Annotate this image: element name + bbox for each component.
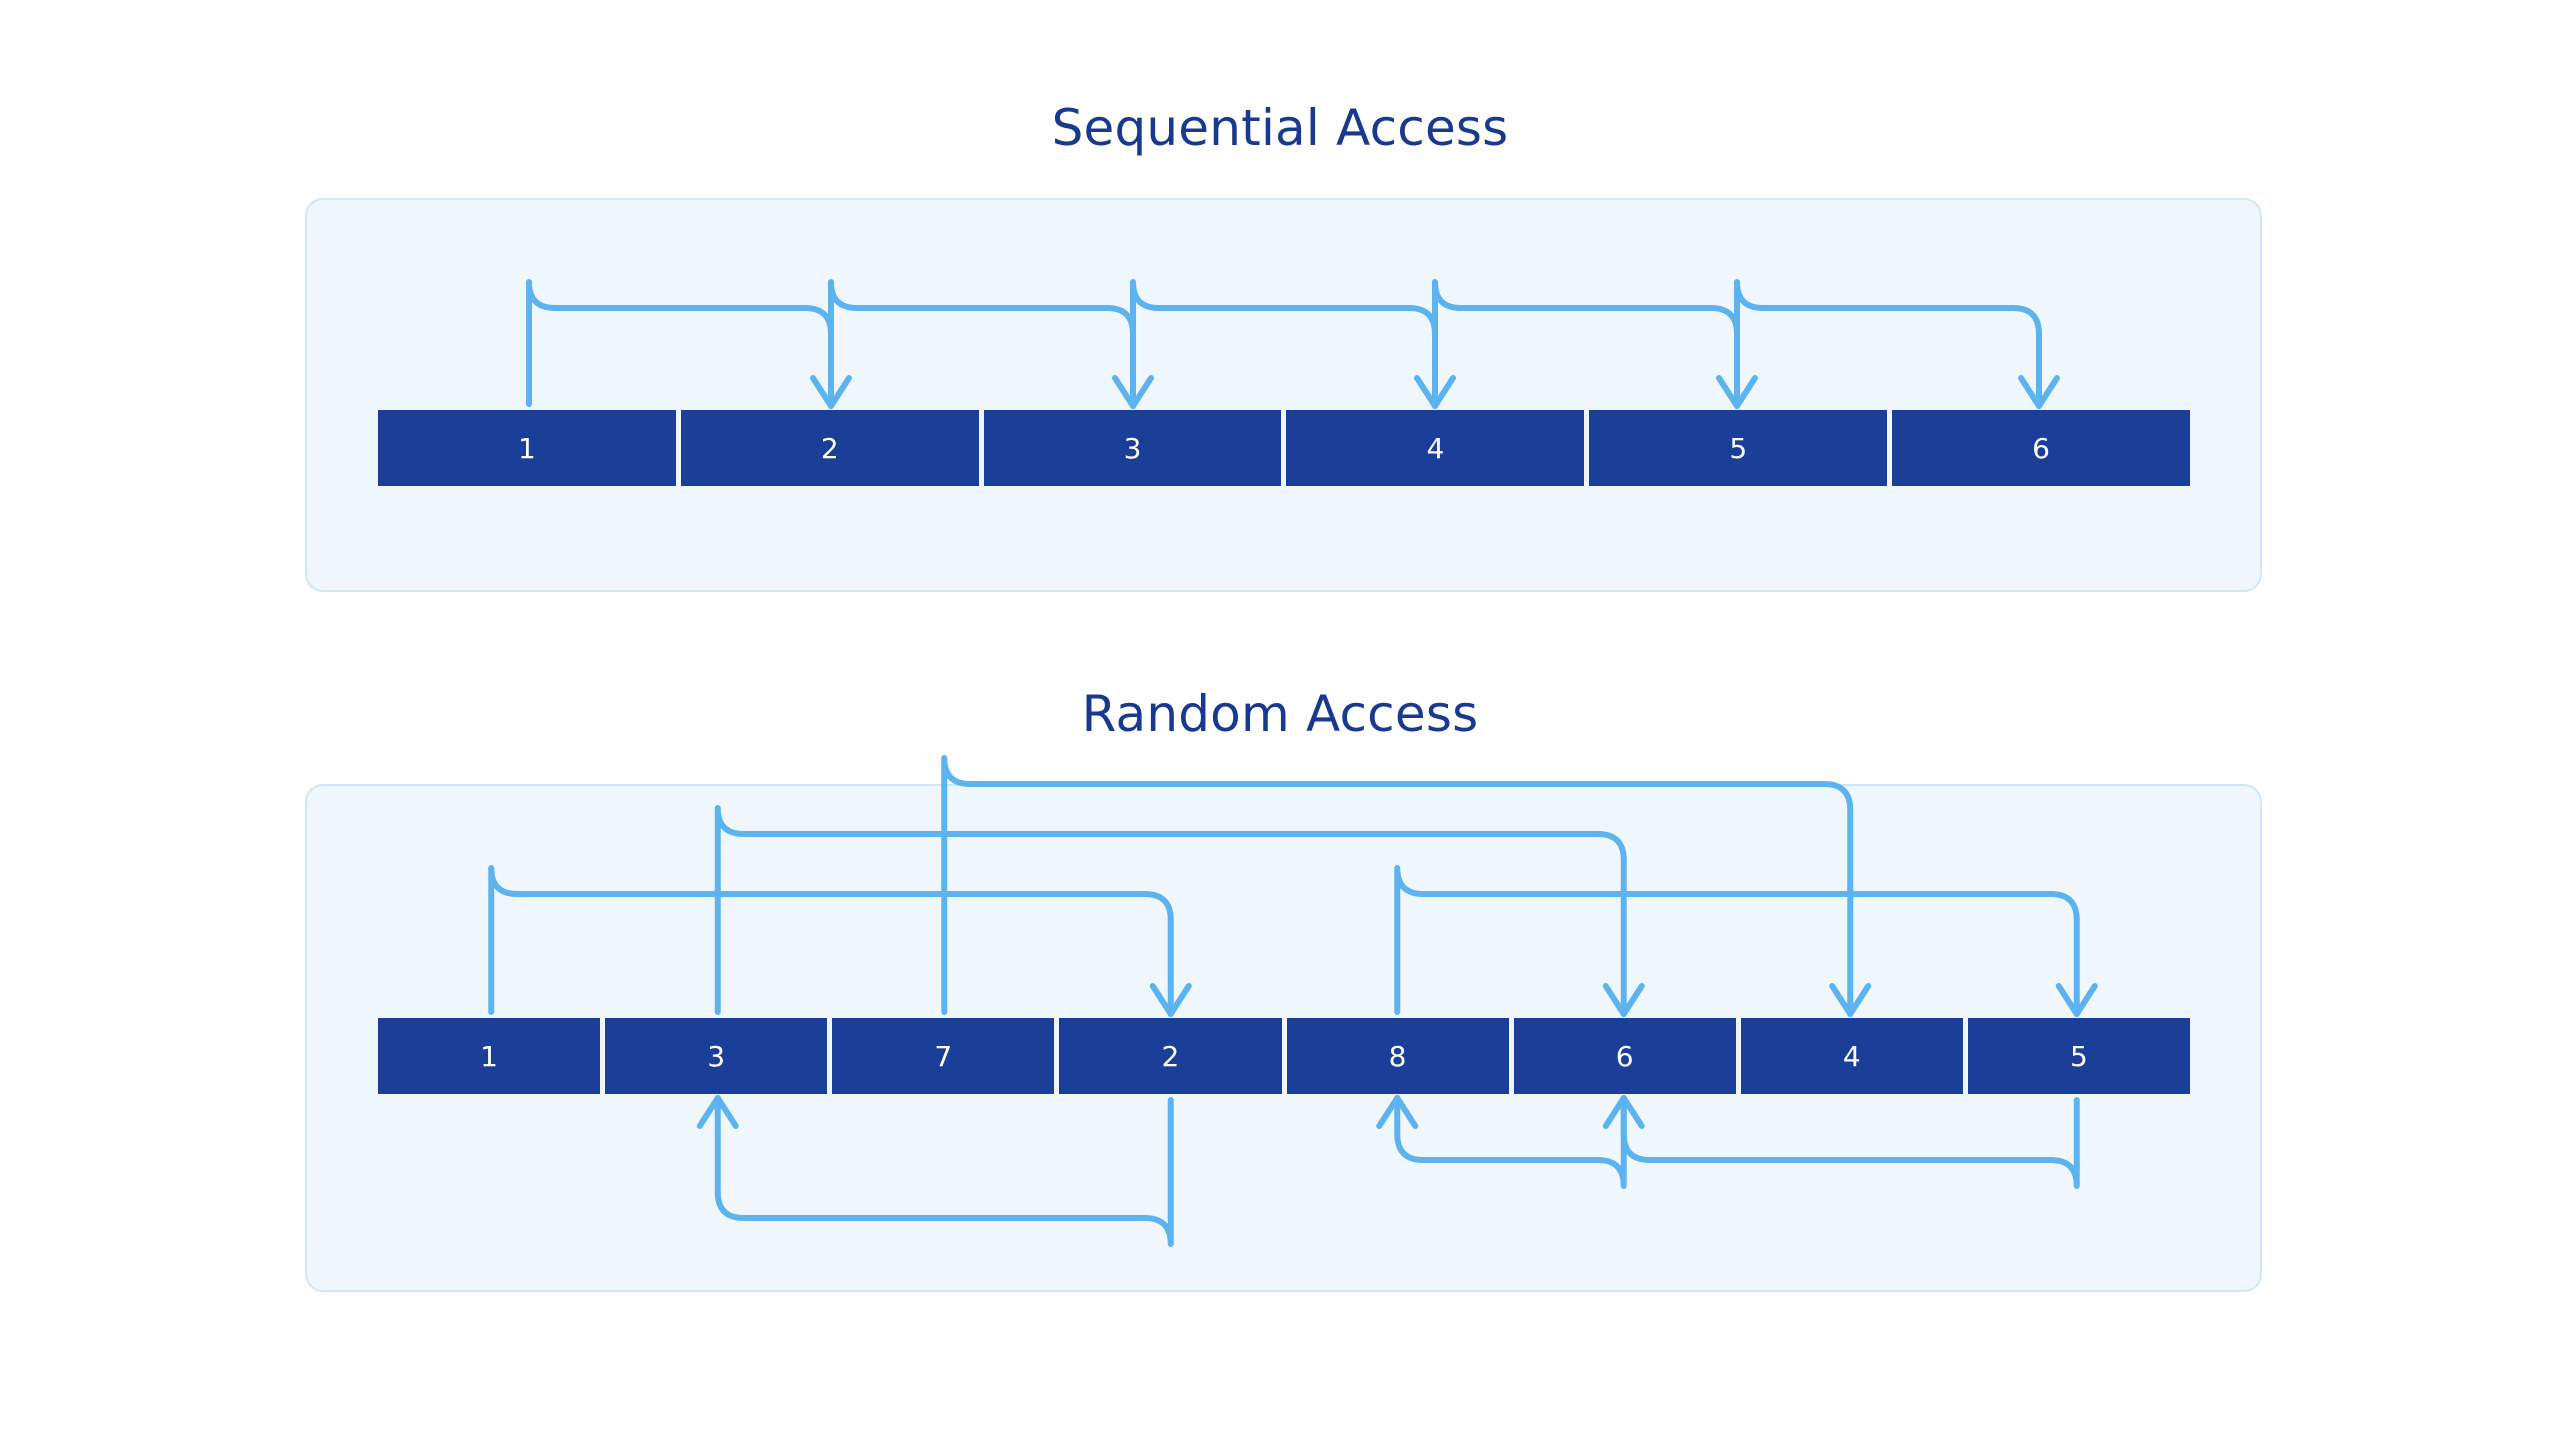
array-cell[interactable]: 3 (605, 1018, 828, 1094)
panel-sequential-access (305, 198, 2262, 592)
array-cell[interactable]: 4 (1740, 1018, 1963, 1094)
array-sequential: 1 2 3 4 5 6 (378, 410, 2190, 486)
array-cell[interactable]: 3 (983, 410, 1282, 486)
array-cell[interactable]: 8 (1286, 1018, 1509, 1094)
array-cell[interactable]: 5 (1967, 1018, 2190, 1094)
section-title-sequential: Sequential Access (1051, 99, 1509, 157)
array-cell[interactable]: 5 (1589, 410, 1888, 486)
array-cell[interactable]: 7 (832, 1018, 1055, 1094)
array-cell[interactable]: 4 (1286, 410, 1585, 486)
array-cell[interactable]: 1 (378, 1018, 601, 1094)
array-cell[interactable]: 6 (1513, 1018, 1736, 1094)
section-title-random: Random Access (1081, 685, 1479, 743)
array-random: 1 3 7 2 8 6 4 5 (378, 1018, 2190, 1094)
array-cell[interactable]: 2 (1059, 1018, 1282, 1094)
array-cell[interactable]: 1 (378, 410, 676, 486)
array-cell[interactable]: 2 (680, 410, 979, 486)
array-cell[interactable]: 6 (1892, 410, 2190, 486)
